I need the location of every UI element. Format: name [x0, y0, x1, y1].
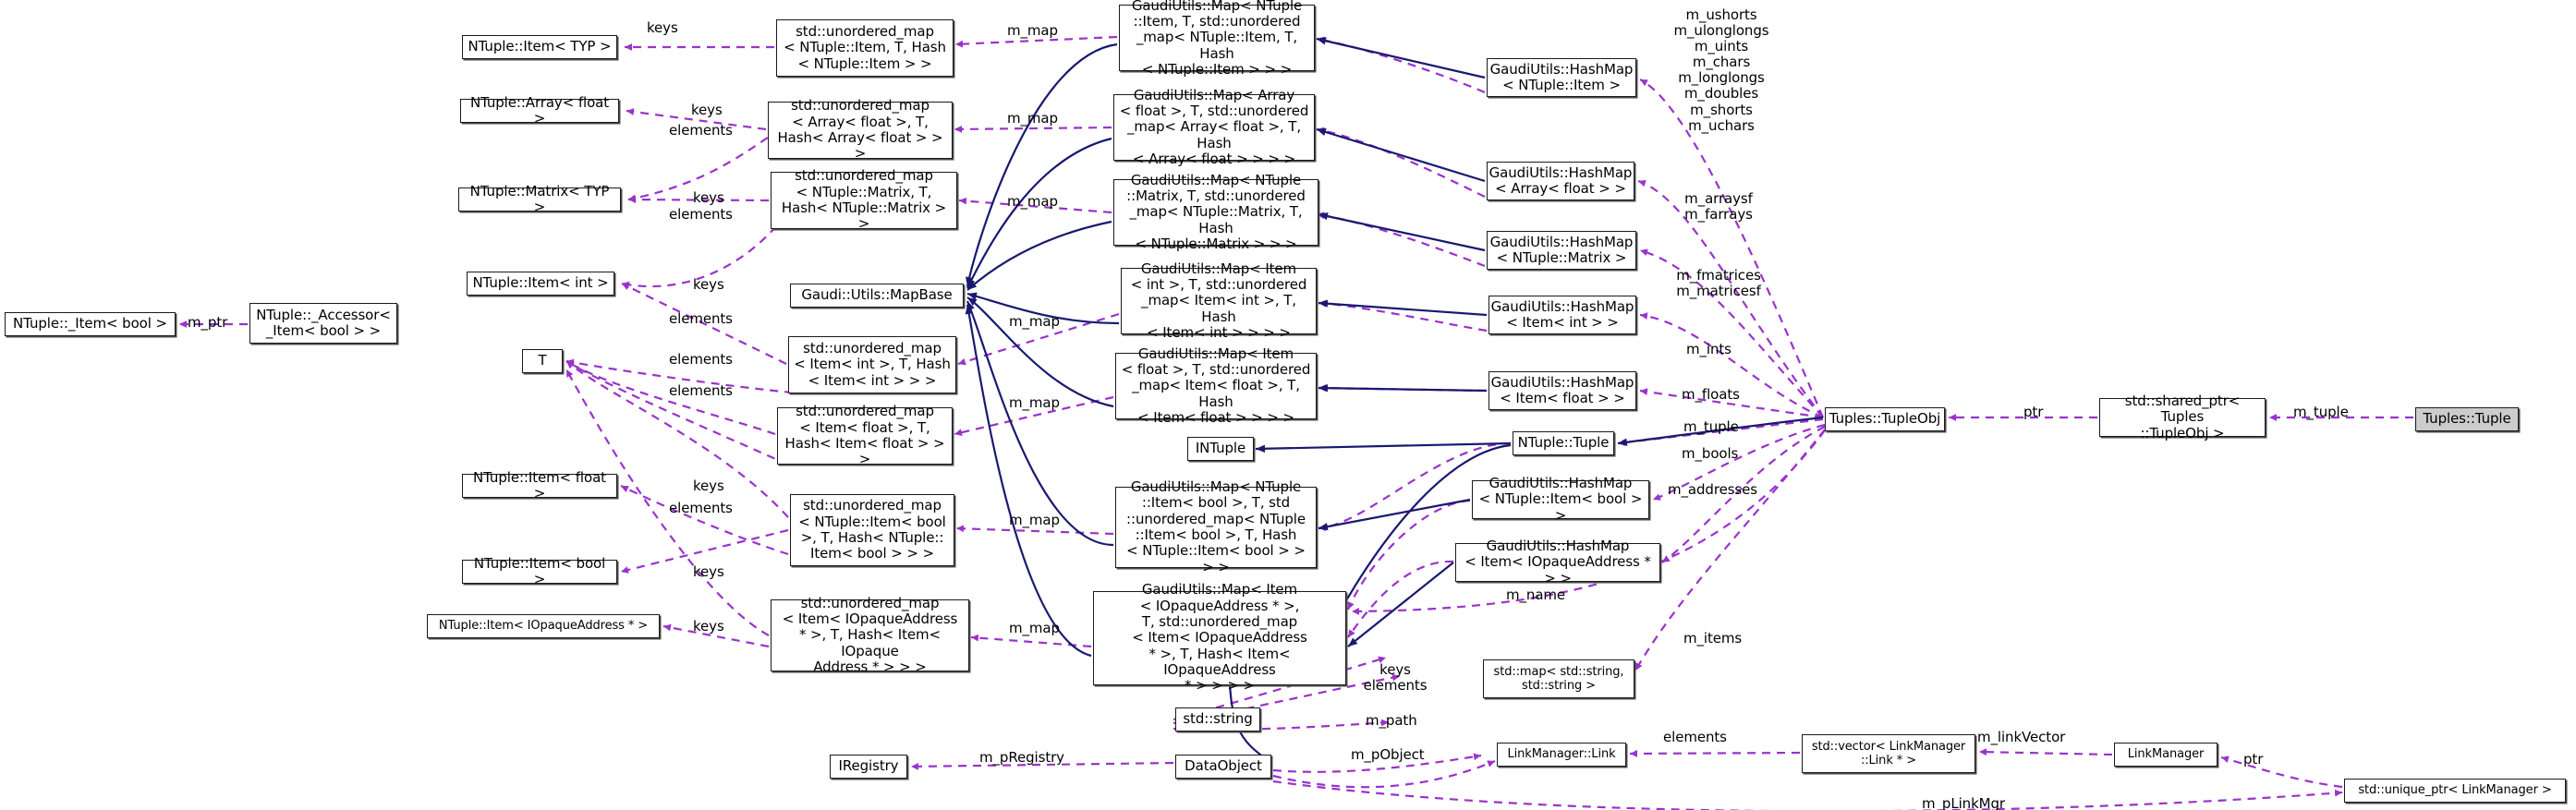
edge-label-elements-8: elements: [1663, 729, 1727, 745]
node-gaudiutils-map-item-int[interactable]: GaudiUtils::Map< Item < int >, T, std::u…: [1121, 260, 1317, 341]
edge-label-m-plinkmgr: m_pLinkMgr: [1922, 795, 2005, 810]
edge-label-keys-4: keys: [693, 276, 724, 293]
node-vector-linkmanager-link[interactable]: std::vector< LinkManager ::Link * >: [1802, 734, 1975, 773]
edge-label-m-ints: m_ints: [1686, 341, 1732, 357]
edge-label-ptr-2: ptr: [2243, 751, 2264, 768]
node-unique-ptr-linkmanager[interactable]: std::unique_ptr< LinkManager >: [2344, 779, 2566, 803]
node-ntuple-item-int[interactable]: NTuple::Item< int >: [467, 272, 614, 296]
node-hashmap-ntuple-item[interactable]: GaudiUtils::HashMap < NTuple::Item >: [1487, 58, 1636, 97]
edge-label-m-tuple: m_tuple: [1683, 418, 1739, 435]
node-hashmap-item-iopaqueaddress[interactable]: GaudiUtils::HashMap < Item< IOpaqueAddre…: [1455, 538, 1660, 586]
edge-label-m-linkvector: m_linkVector: [1977, 729, 2066, 745]
node-unordered-map-ntuple-item[interactable]: std::unordered_map < NTuple::Item, T, Ha…: [776, 19, 954, 77]
node-hashmap-item-float[interactable]: GaudiUtils::HashMap < Item< float > >: [1488, 371, 1636, 410]
node-shared-ptr-tupleobj[interactable]: std::shared_ptr< Tuples ::TupleObj >: [2099, 393, 2266, 441]
node-std-string[interactable]: std::string: [1175, 707, 1260, 731]
edge-label-m-map-4: m_map: [1009, 313, 1060, 330]
node-gaudiutils-map-item-iopaqueaddress[interactable]: GaudiUtils::Map< Item < IOpaqueAddress *…: [1093, 581, 1346, 694]
node-ntuple-item-iopaqueaddress[interactable]: NTuple::Item< IOpaqueAddress * >: [427, 614, 660, 638]
node-dataobject[interactable]: DataObject: [1175, 755, 1271, 779]
edge-label-m-ptr: m_ptr: [188, 314, 228, 331]
node-gaudi-utils-mapbase[interactable]: Gaudi::Utils::MapBase: [790, 284, 964, 308]
edge-label-m-map-3: m_map: [1007, 193, 1058, 210]
edge-label-elements-5: elements: [669, 351, 733, 368]
edge-label-m-map-1: m_map: [1007, 22, 1058, 39]
node-ntuple-item-float[interactable]: NTuple::Item< float >: [462, 469, 617, 502]
node-ntuple-matrix-typ[interactable]: NTuple::Matrix< TYP >: [458, 183, 621, 215]
node-hashmap-array-float[interactable]: GaudiUtils::HashMap < Array< float > >: [1487, 162, 1634, 200]
node-unordered-map-ntuple-item-bool[interactable]: std::unordered_map < NTuple::Item< bool …: [790, 494, 954, 566]
node-unordered-map-ntuple-matrix[interactable]: std::unordered_map < NTuple::Matrix, T, …: [771, 168, 957, 232]
node-ntuple-item-bool[interactable]: NTuple::Item< bool >: [462, 555, 617, 587]
edge-label-m-name: m_name: [1506, 586, 1566, 603]
edge-label-elements-4: elements: [669, 310, 733, 327]
node-gaudiutils-map-item-float[interactable]: GaudiUtils::Map< Item < float >, T, std:…: [1115, 345, 1317, 426]
node-intuple[interactable]: INTuple: [1187, 437, 1254, 461]
node-gaudiutils-map-ntuple-matrix[interactable]: GaudiUtils::Map< NTuple ::Matrix, T, std…: [1113, 172, 1318, 252]
node-gaudiutils-map-ntuple-item-bool[interactable]: GaudiUtils::Map< NTuple ::Item< bool >, …: [1115, 478, 1317, 574]
edge-label-m-addresses: m_addresses: [1668, 481, 1757, 498]
node-iregistry[interactable]: IRegistry: [830, 755, 907, 779]
node-unordered-map-item-int[interactable]: std::unordered_map < Item< int >, T, Has…: [788, 336, 956, 393]
node-t-template[interactable]: T: [522, 349, 563, 373]
edge-label-keys-5: keys: [693, 478, 724, 494]
edge-label-m-floats: m_floats: [1682, 386, 1740, 403]
edge-label-m-map-7: m_map: [1009, 620, 1060, 636]
edge-label-m-map-5: m_map: [1009, 394, 1060, 411]
node-gaudiutils-map-ntuple-item[interactable]: GaudiUtils::Map< NTuple ::Item, T, std::…: [1119, 0, 1315, 78]
edge-label-elements-7: elements: [669, 500, 733, 516]
edge-label-keys-2: keys: [691, 102, 723, 118]
node-ntuple-item-bool-base[interactable]: NTuple::_Item< bool >: [5, 312, 176, 336]
edge-label-m-path: m_path: [1366, 712, 1417, 729]
edge-label-m-map-6: m_map: [1009, 512, 1060, 528]
edge-label-keys-elements: keys elements: [1363, 661, 1428, 695]
edge-label-m-arraysf-group: m_arraysf m_farrays: [1684, 190, 1753, 224]
edge-label-m-items: m_items: [1683, 630, 1743, 647]
edge-label-keys-3: keys: [693, 189, 724, 206]
node-ntuple-accessor-item-bool[interactable]: NTuple::_Accessor< _Item< bool > >: [249, 303, 397, 344]
node-linkmanager-link[interactable]: LinkManager::Link: [1497, 743, 1626, 767]
edge-label-m-pregistry: m_pRegistry: [979, 749, 1064, 766]
node-linkmanager[interactable]: LinkManager: [2114, 743, 2218, 767]
node-std-map-string-string[interactable]: std::map< std::string, std::string >: [1483, 659, 1634, 698]
node-unordered-map-item-float[interactable]: std::unordered_map < Item< float >, T, H…: [777, 404, 953, 467]
node-hashmap-ntuple-matrix[interactable]: GaudiUtils::HashMap < NTuple::Matrix >: [1487, 231, 1636, 270]
edge-label-keys-7: keys: [693, 618, 724, 635]
node-ntuple-tuple[interactable]: NTuple::Tuple: [1513, 431, 1614, 455]
node-ntuple-array-float[interactable]: NTuple::Array< float >: [460, 94, 619, 127]
node-tuples-tuple[interactable]: Tuples::Tuple: [2415, 407, 2519, 431]
node-hashmap-ntuple-item-bool[interactable]: GaudiUtils::HashMap < NTuple::Item< bool…: [1472, 475, 1649, 523]
node-gaudiutils-map-array-float[interactable]: GaudiUtils::Map< Array < float >, T, std…: [1113, 87, 1315, 167]
edge-label-m-bools: m_bools: [1682, 445, 1739, 462]
edge-label-keys-1: keys: [647, 19, 678, 36]
edge-label-keys-6: keys: [693, 563, 724, 580]
node-unordered-map-item-iopaqueaddress[interactable]: std::unordered_map < Item< IOpaqueAddres…: [771, 595, 969, 675]
edge-label-elements-3: elements: [669, 206, 733, 223]
edge-label-m-fmatrices-group: m_fmatrices m_matricesf: [1676, 267, 1761, 300]
edge-label-elements-2: elements: [669, 122, 733, 139]
edge-label-m-ushorts-group: m_ushorts m_ulonglongs m_uints m_chars m…: [1673, 6, 1769, 134]
edge-label-ptr-1: ptr: [2023, 404, 2044, 420]
node-unordered-map-array-float[interactable]: std::unordered_map < Array< float >, T, …: [768, 98, 953, 162]
edge-label-m-pobject: m_pObject: [1351, 746, 1425, 763]
edge-label-m-tuple-2: m_tuple: [2293, 404, 2349, 420]
node-tuples-tupleobj[interactable]: Tuples::TupleObj: [1825, 407, 1945, 431]
edge-label-elements-6: elements: [669, 382, 733, 399]
edge-label-m-map-2: m_map: [1007, 110, 1058, 127]
node-ntuple-item-typ[interactable]: NTuple::Item< TYP >: [462, 35, 617, 59]
node-hashmap-item-int[interactable]: GaudiUtils::HashMap < Item< int > >: [1488, 296, 1636, 334]
